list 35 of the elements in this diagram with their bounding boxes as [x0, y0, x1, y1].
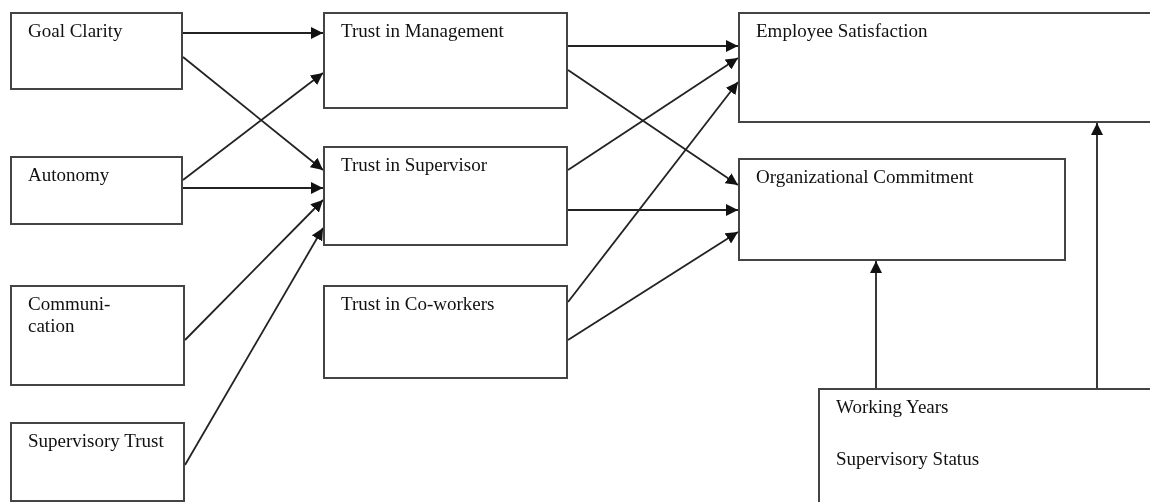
variable-label: Trust in Supervisor [341, 154, 489, 176]
arrow [567, 57, 739, 171]
variable-box [10, 12, 183, 90]
variable-label: Communi- cation [28, 293, 112, 337]
arrow [567, 40, 739, 52]
arrow [567, 231, 739, 341]
arrow [182, 56, 324, 171]
variable-label: Trust in Management [341, 20, 505, 42]
variable-label: Employee Satisfaction [756, 20, 929, 42]
variable-label: Supervisory Trust [28, 430, 165, 452]
variable-box [738, 158, 1066, 261]
variable-label: Trust in Co-workers [341, 293, 496, 315]
variable-box [818, 388, 1150, 502]
arrow [567, 81, 739, 303]
variable-box [738, 12, 1150, 123]
arrow [184, 199, 324, 341]
arrow [567, 69, 739, 186]
arrow [567, 204, 739, 216]
variable-box [10, 422, 185, 502]
variable-label: Goal Clarity [28, 20, 124, 42]
arrow [184, 227, 324, 466]
arrow [182, 27, 324, 39]
variable-box [323, 285, 568, 379]
variable-label: Organizational Commitment [756, 166, 975, 188]
arrow [182, 182, 324, 194]
arrow [182, 72, 324, 181]
variable-box [10, 285, 185, 386]
variable-box [10, 156, 183, 225]
variable-box [323, 12, 568, 109]
arrow [870, 260, 882, 389]
variable-box [323, 146, 568, 246]
arrow [1091, 122, 1103, 389]
variable-label: Autonomy [28, 164, 111, 186]
variable-label: Supervisory Status [836, 448, 981, 470]
variable-label: Working Years [836, 396, 950, 418]
